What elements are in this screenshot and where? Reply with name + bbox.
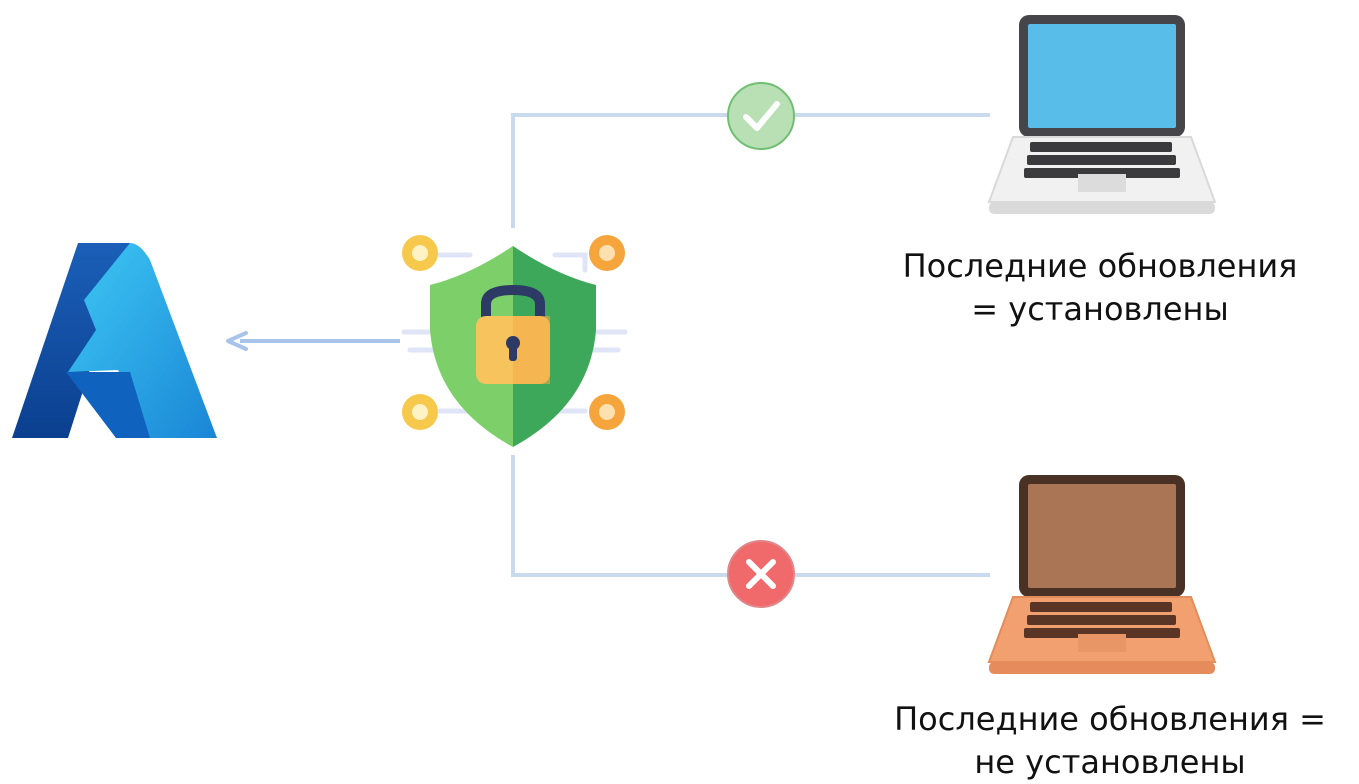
compliant-device-label: Последние обновления = установлены [880, 245, 1320, 331]
compliant-label-line2: = установлены [971, 290, 1229, 328]
cross-icon [727, 540, 795, 608]
connector-bottom [511, 455, 990, 577]
connector-top [511, 113, 990, 228]
laptop-compliant-icon [987, 15, 1217, 214]
azure-logo-icon [12, 243, 217, 438]
noncompliant-label-line1: Последние обновления = [894, 700, 1326, 738]
noncompliant-label-line2: не установлены [974, 743, 1246, 781]
arrow-to-azure [226, 331, 400, 351]
compliant-label-line1: Последние обновления [902, 247, 1298, 285]
security-shield-icon [401, 235, 628, 447]
check-icon [727, 82, 795, 150]
laptop-noncompliant-icon [987, 475, 1217, 674]
noncompliant-device-label: Последние обновления = не установлены [870, 698, 1350, 784]
